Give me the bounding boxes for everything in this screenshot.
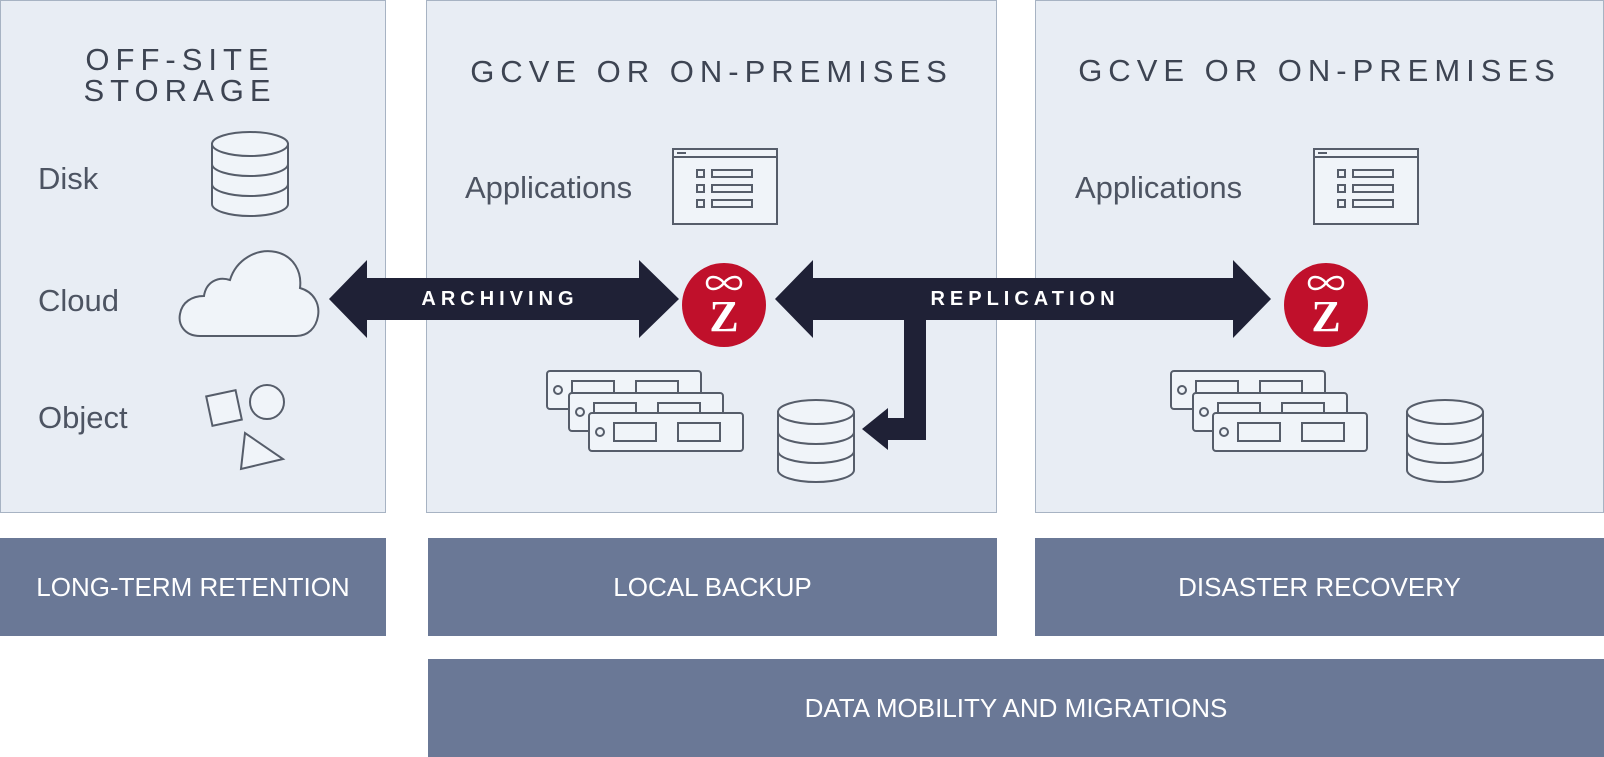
local-database-icon xyxy=(777,399,855,483)
database-icon xyxy=(211,131,289,217)
logo-letter: Z xyxy=(709,292,739,341)
disaster-recovery-band: DISASTER RECOVERY xyxy=(1035,538,1604,636)
remote-applications-label: Applications xyxy=(1075,170,1243,205)
local-backup-arrow xyxy=(862,310,926,450)
archiving-arrow xyxy=(329,260,679,338)
remote-zerto-logo: Z xyxy=(1284,263,1368,347)
local-site-title: GCVE OR ON-PREMISES xyxy=(470,54,953,89)
remote-site-panel xyxy=(1035,0,1604,513)
cloud-icon xyxy=(178,250,320,337)
local-applications-label: Applications xyxy=(465,170,633,205)
object-shapes-icon xyxy=(205,384,286,471)
remote-server-stack-icon xyxy=(1170,370,1368,452)
cloud-label: Cloud xyxy=(38,283,119,318)
remote-applications-icon xyxy=(1313,148,1419,225)
logo-letter: Z xyxy=(1311,292,1341,341)
archiving-label: ARCHIVING xyxy=(421,288,579,310)
infinity-icon xyxy=(705,275,743,291)
object-label: Object xyxy=(38,400,128,435)
remote-site-title: GCVE OR ON-PREMISES xyxy=(1078,53,1561,88)
data-mobility-band: DATA MOBILITY AND MIGRATIONS xyxy=(428,659,1604,757)
offsite-storage-title: OFF-SITE STORAGE xyxy=(83,42,277,108)
disk-label: Disk xyxy=(38,161,99,196)
local-backup-band: LOCAL BACKUP xyxy=(428,538,997,636)
local-zerto-logo: Z xyxy=(682,263,766,347)
replication-label: REPLICATION xyxy=(930,288,1120,310)
infinity-icon xyxy=(1307,275,1345,291)
long-term-retention-band: LONG-TERM RETENTION xyxy=(0,538,386,636)
local-applications-icon xyxy=(672,148,778,225)
remote-database-icon xyxy=(1406,399,1484,483)
replication-arrow xyxy=(775,260,1271,338)
offsite-storage-panel xyxy=(0,0,386,513)
local-server-stack-icon xyxy=(546,370,744,452)
